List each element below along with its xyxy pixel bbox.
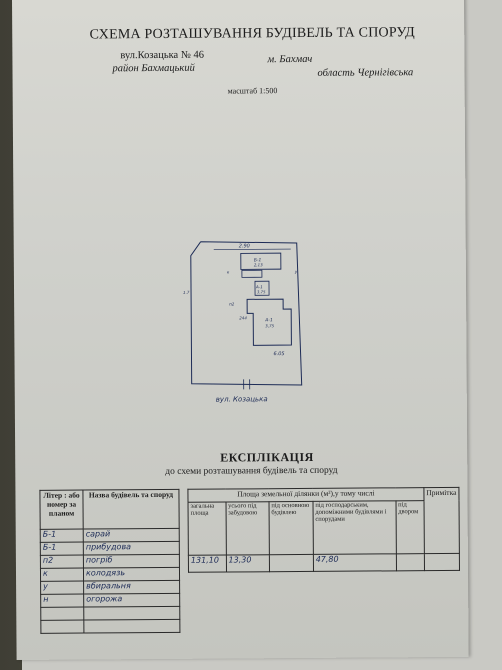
area-table: Площа земельної ділянки (м²),у тому числ… bbox=[187, 487, 460, 573]
label-a1: А-1 bbox=[255, 284, 263, 289]
area-sub-header: загальна площа bbox=[188, 502, 227, 556]
label-b1: Б-1 bbox=[254, 257, 262, 263]
buildings-table-code-header: Літер : або номер за планом bbox=[39, 490, 84, 530]
label-244: 244 bbox=[239, 315, 247, 320]
table-row bbox=[40, 606, 180, 621]
area-total-value: 131,10 bbox=[188, 555, 227, 573]
document-title: СХЕМА РОЗТАШУВАННЯ БУДІВЕЛЬ ТА СПОРУД bbox=[89, 25, 415, 43]
dim-side-text: 1.7 bbox=[183, 290, 190, 295]
address-city: м. Бахмач bbox=[267, 53, 313, 66]
table-row bbox=[40, 619, 180, 634]
address-street: вул.Козацька № 46 bbox=[120, 49, 205, 62]
label-main: А-1 bbox=[264, 317, 273, 323]
document-sheet: СХЕМА РОЗТАШУВАННЯ БУДІВЕЛЬ ТА СПОРУД ву… bbox=[12, 0, 469, 660]
label-u: у bbox=[294, 269, 298, 274]
building-main-house bbox=[246, 298, 292, 346]
label-main-sub: 3,75 bbox=[265, 323, 274, 328]
address-district: район Бахмацький bbox=[112, 62, 195, 75]
buildings-table: Літер : або номер за планом Назва будіве… bbox=[39, 489, 180, 634]
explication-subtitle: до схеми розташування будівель та споруд bbox=[165, 465, 338, 477]
building-a1-small bbox=[254, 280, 270, 296]
explication-title: ЕКСПЛІКАЦІЯ bbox=[220, 449, 314, 465]
area-sub-header: усього під забудовою bbox=[225, 501, 270, 556]
area-sub-header: під господарським, допоміжними будівлями… bbox=[312, 500, 397, 555]
area-note-value bbox=[424, 553, 460, 571]
buildings-table-name-header: Назва будівель та споруд bbox=[82, 489, 180, 530]
dim-top-text: 2.90 bbox=[239, 243, 250, 249]
site-plan-drawing: 2.90 Б-1 2,13 А-1 3,75 А-1 3,75 п2 244 6… bbox=[183, 241, 303, 404]
label-b1-sub: 2,13 bbox=[254, 262, 263, 267]
street-label: вул. Козацька bbox=[216, 395, 268, 403]
label-a1-sub: 3,75 bbox=[257, 289, 266, 294]
label-p2: п2 bbox=[229, 301, 235, 306]
label-k: к bbox=[227, 269, 230, 274]
table-row: 131,10 13,30 47,80 bbox=[188, 553, 460, 573]
area-table-note-header: Примітка bbox=[423, 487, 460, 554]
area-sub-header: під двором bbox=[395, 500, 425, 554]
dim-bottom-text: 6.05 bbox=[273, 351, 284, 357]
area-yard-value bbox=[396, 553, 425, 571]
address-region: область Чернігівська bbox=[317, 67, 414, 79]
area-main-building-value bbox=[269, 554, 314, 572]
building-b1 bbox=[240, 252, 282, 270]
site-plan: 2.90 Б-1 2,13 А-1 3,75 А-1 3,75 п2 244 6… bbox=[179, 233, 320, 409]
area-sub-header: під основною будівлею bbox=[268, 501, 314, 555]
area-auxiliary-value: 47,80 bbox=[313, 553, 397, 572]
scale-label: масштаб 1:500 bbox=[227, 86, 278, 96]
area-built-value: 13,30 bbox=[226, 554, 270, 573]
